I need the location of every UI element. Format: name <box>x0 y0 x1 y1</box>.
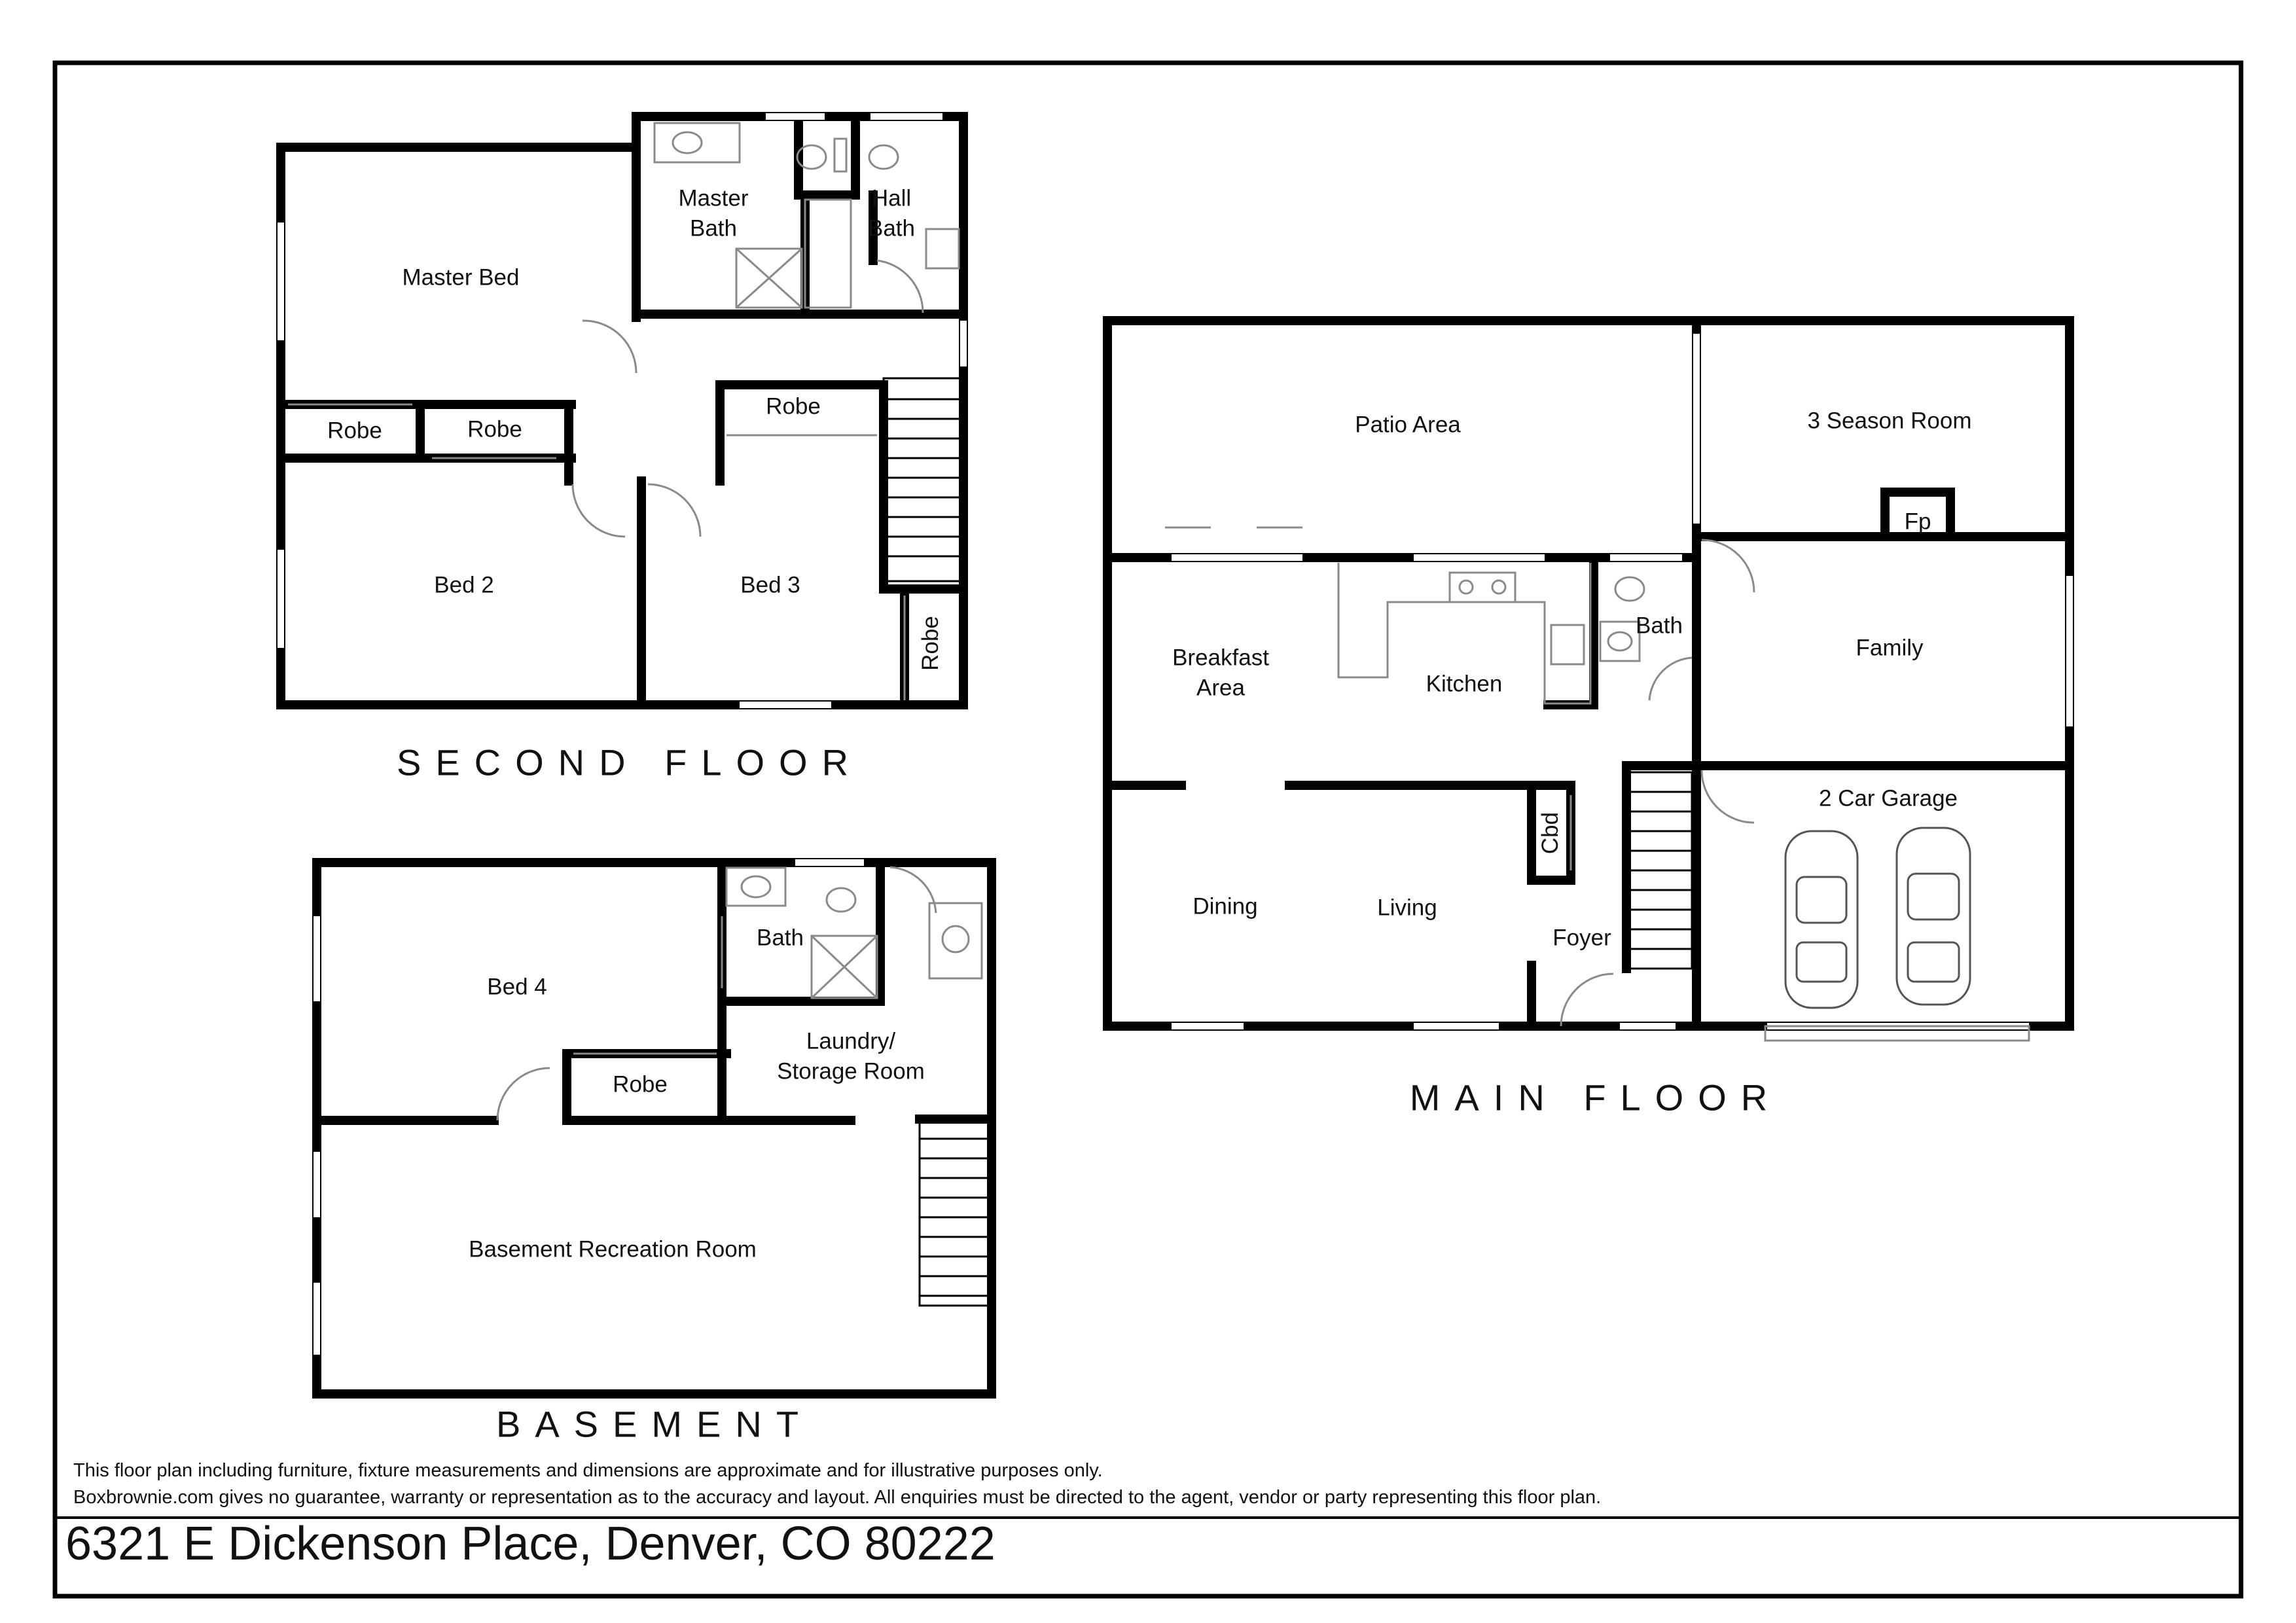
room-label-robe-1: Robe <box>327 418 382 444</box>
room-label-fp: Fp <box>1904 508 1931 535</box>
room-label-three-season-room: 3 Season Room <box>1807 408 1972 434</box>
room-label-master-bed: Master Bed <box>402 264 520 291</box>
basement-heading: BASEMENT <box>495 1403 814 1445</box>
room-label-master-bath: Master Bath <box>678 185 749 241</box>
room-label-robe-2: Robe <box>467 416 522 442</box>
basement-stairs <box>918 1118 993 1307</box>
room-label-laundry: Laundry/ Storage Room <box>777 1028 925 1084</box>
second-floor-heading: SECOND FLOOR <box>396 741 863 783</box>
room-label-dining: Dining <box>1193 893 1258 919</box>
room-label-patio-area: Patio Area <box>1355 412 1461 438</box>
basement-windows <box>314 859 864 1355</box>
room-label-basement-bath: Bath <box>757 925 804 951</box>
main-floor-windows <box>1172 334 2073 1029</box>
second-floor-fixtures <box>288 122 960 700</box>
room-label-recreation: Basement Recreation Room <box>469 1236 757 1262</box>
second-floor-walls <box>276 112 968 709</box>
room-label-breakfast-area: Breakfast Area <box>1172 645 1269 701</box>
room-label-hall-bath: Hall Bath <box>868 185 915 241</box>
basement-walls <box>312 858 996 1399</box>
second-floor-windows <box>278 113 967 708</box>
room-label-cbd: Cbd <box>1537 812 1563 855</box>
main-floor-stairs <box>1625 771 1693 970</box>
property-address: 6321 E Dickenson Place, Denver, CO 80222 <box>65 1518 996 1570</box>
second-floor-stairs <box>882 377 965 582</box>
room-label-bed-2: Bed 2 <box>434 572 494 598</box>
room-label-kitchen: Kitchen <box>1426 671 1503 697</box>
garage-cars <box>1784 827 1971 1009</box>
disclaimer-line-1: This floor plan including furniture, fix… <box>73 1460 1103 1481</box>
disclaimer-line-2: Boxbrownie.com gives no guarantee, warra… <box>73 1487 1602 1508</box>
page-frame <box>52 60 2244 1599</box>
basement-fixtures <box>496 866 983 1121</box>
room-label-two-car-garage: 2 Car Garage <box>1818 785 1958 812</box>
room-label-family: Family <box>1856 635 1924 661</box>
room-label-main-bath: Bath <box>1636 613 1683 639</box>
room-label-foyer: Foyer <box>1552 925 1611 951</box>
room-label-living: Living <box>1377 895 1437 921</box>
room-label-robe-3: Robe <box>766 393 821 419</box>
main-floor-fixtures <box>1165 526 2030 1042</box>
room-label-robe-4: Robe <box>918 616 943 671</box>
main-floor-heading: MAIN FLOOR <box>1409 1077 1782 1118</box>
room-label-bed-4: Bed 4 <box>487 974 547 1000</box>
room-label-bed-3: Bed 3 <box>740 572 800 598</box>
room-label-basement-robe: Robe <box>613 1071 668 1097</box>
